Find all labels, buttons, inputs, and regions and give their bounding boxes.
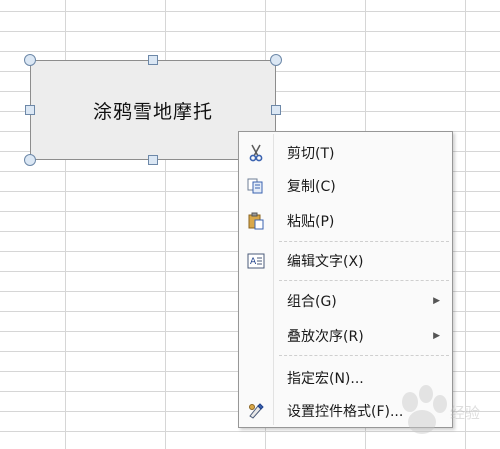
menu-item-label: 复制(C)	[287, 179, 336, 195]
menu-item-label: 组合(G)	[287, 294, 337, 310]
menu-item-format-control[interactable]: 设置控件格式(F)...	[239, 396, 452, 426]
menu-item-label: 叠放次序(R)	[287, 329, 364, 345]
paste-icon	[247, 212, 265, 230]
menu-item-label: 指定宏(N)...	[287, 371, 364, 387]
menu-item-assign-macro[interactable]: 指定宏(N)...	[239, 363, 452, 393]
menu-item-edit-text[interactable]: A 编辑文字(X)	[239, 246, 452, 276]
edit-text-icon: A	[247, 252, 265, 270]
watermark-text: 经验	[450, 404, 481, 422]
menu-item-label: 编辑文字(X)	[287, 254, 364, 270]
menu-item-paste[interactable]: 粘贴(P)	[239, 206, 452, 236]
resize-handle-top-left[interactable]	[24, 54, 36, 66]
format-control-icon	[247, 402, 265, 420]
submenu-arrow-icon: ▶	[433, 296, 440, 306]
resize-handle-right[interactable]	[271, 105, 281, 115]
resize-handle-bottom-left[interactable]	[24, 154, 36, 166]
textbox-shape[interactable]: 涂鸦雪地摩托	[30, 60, 276, 160]
menu-separator	[279, 355, 449, 356]
resize-handle-bottom[interactable]	[148, 155, 158, 165]
context-menu: 剪切(T) 复制(C) 粘贴(P) A	[238, 131, 453, 428]
menu-item-copy[interactable]: 复制(C)	[239, 171, 452, 201]
menu-item-label: 设置控件格式(F)...	[287, 404, 404, 420]
menu-item-order[interactable]: 叠放次序(R) ▶	[239, 321, 452, 351]
menu-separator	[279, 241, 449, 242]
resize-handle-left[interactable]	[25, 105, 35, 115]
menu-item-label: 粘贴(P)	[287, 214, 335, 230]
watermark: 经验	[388, 380, 498, 440]
submenu-arrow-icon: ▶	[433, 331, 440, 341]
menu-item-cut[interactable]: 剪切(T)	[239, 138, 452, 168]
menu-separator	[279, 280, 449, 281]
menu-item-group[interactable]: 组合(G) ▶	[239, 286, 452, 316]
scissors-icon	[247, 144, 265, 162]
menu-icon-gutter	[273, 134, 274, 425]
textbox-text: 涂鸦雪地摩托	[92, 100, 213, 123]
resize-handle-top-right[interactable]	[270, 54, 282, 66]
resize-handle-top[interactable]	[148, 55, 158, 65]
svg-text:A: A	[250, 257, 257, 267]
menu-item-label: 剪切(T)	[287, 146, 335, 162]
copy-icon	[247, 177, 265, 195]
